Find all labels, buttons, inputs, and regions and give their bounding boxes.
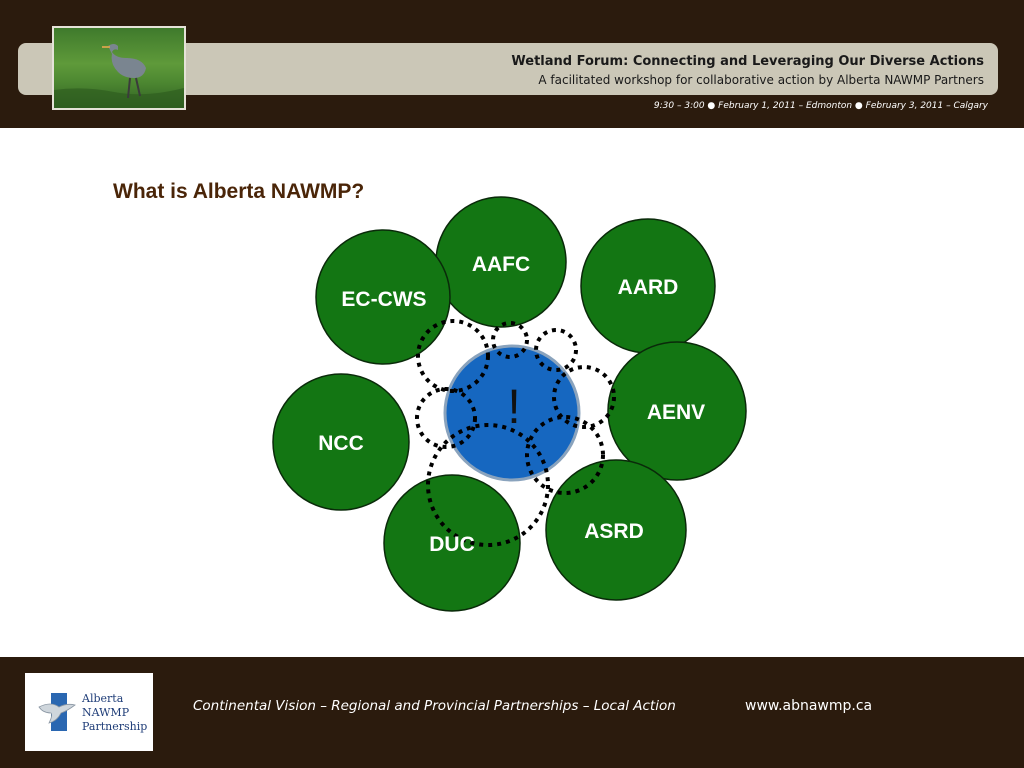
label-aard: AARD — [618, 276, 679, 299]
circle-ncc — [272, 373, 410, 511]
dotted-circle — [534, 328, 578, 372]
dotted-circle — [491, 321, 529, 359]
dotted-circles — [415, 319, 616, 547]
slide-title: What is Alberta NAWMP? — [113, 180, 365, 203]
logo-text-line: Partnership — [82, 720, 148, 733]
dotted-circle — [426, 423, 550, 547]
workshop-title: Wetland Forum: Connecting and Leveraging… — [511, 54, 984, 69]
circle-asrd — [545, 459, 687, 601]
logo-text-line: NAWMP — [82, 706, 130, 719]
label-aafc: AAFC — [472, 253, 530, 276]
bird-icon — [38, 693, 76, 731]
logo-text-line: Alberta — [82, 692, 124, 705]
label-ec-cws: EC-CWS — [341, 288, 426, 311]
partner-circles — [272, 196, 747, 612]
footer-tagline: Continental Vision – Regional and Provin… — [193, 698, 676, 714]
footer-bar — [0, 657, 1024, 768]
label-asrd: ASRD — [584, 520, 644, 543]
center-circle — [443, 344, 581, 482]
label-duc: DUC — [429, 533, 475, 556]
heron-photo — [52, 26, 186, 110]
footer-website-link[interactable]: www.abnawmp.ca — [745, 698, 873, 714]
dotted-circle — [415, 387, 477, 449]
workshop-dates: 9:30 – 3:00 ● February 1, 2011 – Edmonto… — [653, 101, 988, 111]
circle-aenv — [607, 341, 747, 481]
dotted-circle — [552, 365, 616, 429]
center-label: ! — [507, 381, 520, 434]
alberta-nawmp-logo: Alberta NAWMP Partnership — [25, 673, 153, 751]
label-ncc: NCC — [318, 432, 364, 455]
circle-ec-cws — [315, 229, 451, 365]
label-aenv: AENV — [647, 401, 705, 424]
heron-icon — [54, 44, 184, 108]
workshop-subtitle: A facilitated workshop for collaborative… — [538, 73, 984, 87]
dotted-circle — [525, 415, 605, 495]
circle-duc — [383, 474, 521, 612]
dotted-circle — [416, 319, 490, 393]
